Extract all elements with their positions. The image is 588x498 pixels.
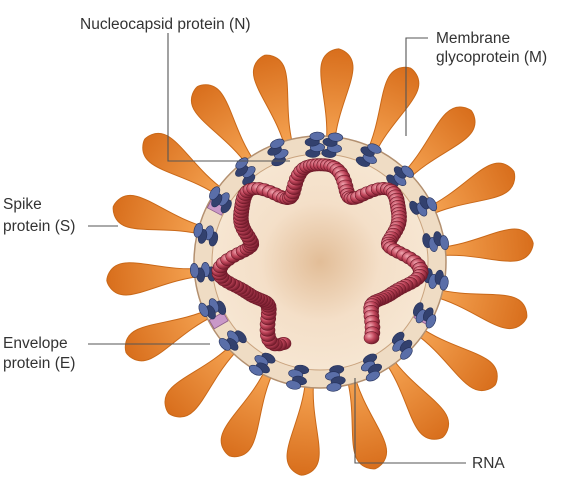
membrane-glycoprotein-icon [193, 222, 219, 247]
envelope-protein-icon [208, 311, 229, 330]
envelope-label-line2: protein (E) [3, 355, 75, 372]
spike-protein-icon [346, 374, 388, 470]
spike-protein-icon [413, 325, 498, 391]
membrane-glycoprotein-icon [304, 131, 325, 158]
membrane-glycoprotein-icon [248, 352, 276, 376]
membrane-glycoprotein-icon [325, 365, 346, 392]
spike-protein-icon [424, 162, 516, 217]
membrane-glycoprotein-icon [412, 302, 437, 329]
spike-label-line1: Spike [3, 196, 42, 213]
membrane-glycoprotein-icon [209, 186, 232, 214]
membrane-label-line2: glycoprotein (M) [436, 49, 547, 66]
nucleocapsid-label: Nucleocapsid protein (N) [80, 16, 251, 33]
leader-lines [88, 33, 466, 464]
membrane-glycoprotein-icon [355, 143, 382, 167]
membrane-glycoprotein-icon [321, 132, 344, 158]
spike-protein-icon [432, 288, 528, 330]
spike-protein-icon [142, 133, 227, 199]
spike-protein-icon [320, 48, 354, 146]
nucleocapsid-layer [211, 158, 429, 352]
rna-leader-line [354, 378, 466, 464]
membrane-glycoprotein-icon [422, 231, 449, 252]
membrane-label-line1: Membrane [436, 30, 510, 47]
membrane-glycoprotein-icon [267, 138, 289, 167]
spike-protein-icon [220, 366, 275, 458]
membrane-glycoprotein-icon [286, 364, 310, 390]
membrane-glycoprotein-icon [198, 298, 227, 320]
spike-protein-icon [383, 355, 449, 440]
membrane-glycoprotein-icon [360, 353, 382, 382]
envelope-label-line1: Envelope [3, 335, 68, 352]
spike-protein-icon [436, 228, 534, 262]
spike-layer [106, 48, 534, 476]
spike-protein-icon [124, 307, 216, 362]
membrane-glycoprotein-icon [409, 195, 438, 217]
spike-protein-icon [164, 341, 241, 418]
membrane-glycoprotein-icon [218, 330, 247, 351]
spike-protein-icon [252, 54, 294, 150]
spike-protein-icon [112, 194, 208, 236]
membrane-glycoprotein-icon [391, 331, 413, 360]
spike-protein-icon [286, 378, 320, 476]
nucleocapsid-bead-icon [363, 331, 380, 345]
spike-protein-icon [191, 84, 257, 169]
rna-label: RNA [472, 455, 505, 472]
spike-protein-icon [399, 106, 476, 183]
spike-protein-icon [106, 262, 204, 296]
nucleocapsid-leader-line [167, 33, 290, 162]
spike-label-line2: protein (S) [3, 218, 75, 235]
membrane-leader-line [405, 37, 428, 136]
